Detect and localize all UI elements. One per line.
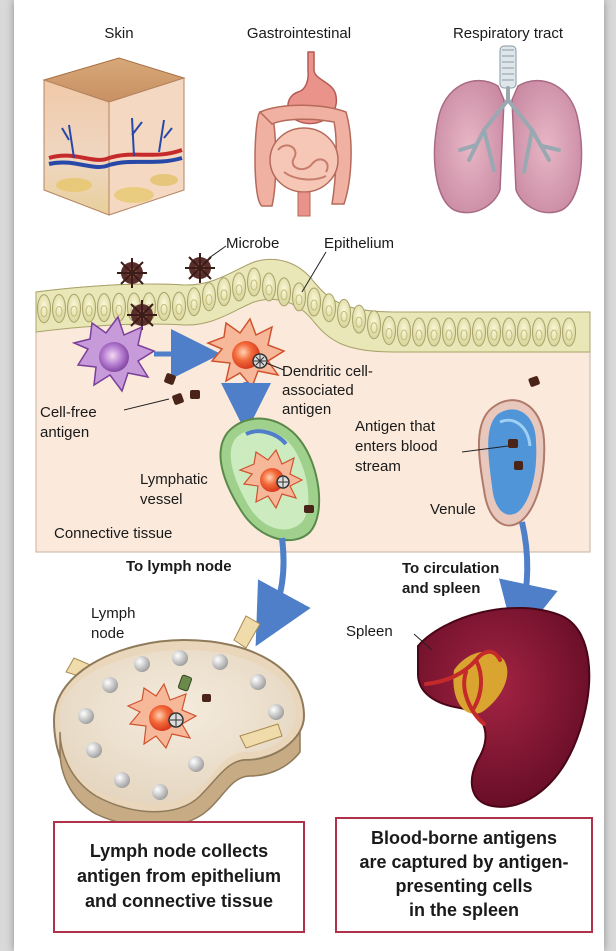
respiratory-tract-label: Respiratory tract xyxy=(453,25,564,42)
skin-label: Skin xyxy=(104,25,133,42)
antigen-capture-diagram: Skin Gastrointestinal Respiratory tract xyxy=(14,0,604,951)
gastrointestinal-label: Gastrointestinal xyxy=(247,25,351,42)
cell-free-label-line1: Cell-free xyxy=(40,404,97,421)
lymph-node-label-line1: Lymph xyxy=(91,605,135,622)
epithelial-cell xyxy=(218,278,231,306)
dendritic-label-line1: Dendritic cell- xyxy=(282,363,373,380)
lymphatic-label-line1: Lymphatic xyxy=(140,471,208,488)
epithelial-cell xyxy=(158,292,171,320)
lymph-node-illustration xyxy=(54,616,304,827)
epithelial-cell xyxy=(443,318,456,346)
epithelial-cell xyxy=(368,311,381,339)
epithelial-cell xyxy=(473,318,486,346)
lungs-illustration xyxy=(435,46,582,213)
dendritic-label-line2: associated xyxy=(282,382,354,399)
cell-free-label-line2: antigen xyxy=(40,424,89,441)
epithelial-cell xyxy=(98,294,111,322)
venule-label: Venule xyxy=(430,501,476,518)
spleen-label: Spleen xyxy=(346,623,393,640)
epithelial-cell xyxy=(308,288,321,316)
lymph-node-caption-line1: Lymph node collects xyxy=(90,841,268,861)
spleen-illustration xyxy=(418,608,589,807)
microbe-label: Microbe xyxy=(226,235,279,252)
dendritic-label-line3: antigen xyxy=(282,401,331,418)
epithelial-cell xyxy=(278,278,291,306)
skin-block-illustration xyxy=(44,58,184,215)
figure-page: Skin Gastrointestinal Respiratory tract xyxy=(14,0,604,951)
epithelial-cell xyxy=(293,283,306,311)
epithelial-cell xyxy=(233,273,246,301)
epithelial-cell xyxy=(503,318,516,346)
epithelial-cell xyxy=(353,305,366,333)
epithelial-cell xyxy=(248,268,261,296)
blood-antigen-label-line3: stream xyxy=(355,458,401,475)
epithelial-cell xyxy=(488,318,501,346)
epithelial-cell xyxy=(53,295,66,323)
epithelial-cell xyxy=(458,318,471,346)
epithelial-cell xyxy=(548,318,561,346)
spleen-caption-line3: presenting cells xyxy=(395,876,532,896)
spleen-caption-line2: are captured by antigen- xyxy=(359,852,568,872)
epithelial-cell xyxy=(533,318,546,346)
lymph-node-label-line2: node xyxy=(91,625,124,642)
to-circulation-label-line2: and spleen xyxy=(402,580,480,597)
epithelial-cell xyxy=(188,288,201,316)
to-circulation-label-line1: To circulation xyxy=(402,560,499,577)
epithelial-cell xyxy=(383,317,396,345)
epithelial-cell xyxy=(113,293,126,321)
lymph-node-caption-line2: antigen from epithelium xyxy=(77,866,281,886)
epithelial-cell xyxy=(413,318,426,346)
epithelial-cell xyxy=(398,318,411,346)
epithelium-label: Epithelium xyxy=(324,235,394,252)
to-spleen-arrow xyxy=(522,522,527,614)
epithelial-cell xyxy=(83,294,96,322)
lymph-node-caption-line3: and connective tissue xyxy=(85,891,273,911)
microbe-leader-line xyxy=(209,246,226,258)
epithelial-cell xyxy=(563,318,576,346)
epithelial-cell xyxy=(428,318,441,346)
spleen-caption-line4: in the spleen xyxy=(409,900,519,920)
blood-antigen-label-line2: enters blood xyxy=(355,438,438,455)
microbe-3 xyxy=(127,300,157,330)
epithelial-cell xyxy=(173,292,186,320)
blood-antigen-label-line1: Antigen that xyxy=(355,418,436,435)
epithelial-cell xyxy=(203,283,216,311)
epithelial-cell xyxy=(68,294,81,322)
microbe-1 xyxy=(117,258,147,288)
connective-tissue-label: Connective tissue xyxy=(54,525,172,542)
epithelial-cell xyxy=(263,273,276,301)
epithelial-cell xyxy=(38,295,51,323)
epithelial-cell xyxy=(323,294,336,322)
epithelial-cell xyxy=(518,318,531,346)
to-lymph-node-label: To lymph node xyxy=(126,558,232,575)
spleen-caption-line1: Blood-borne antigens xyxy=(371,828,557,848)
lymphatic-label-line2: vessel xyxy=(140,491,183,508)
epithelial-cell xyxy=(338,299,351,327)
gastrointestinal-illustration xyxy=(255,52,351,216)
